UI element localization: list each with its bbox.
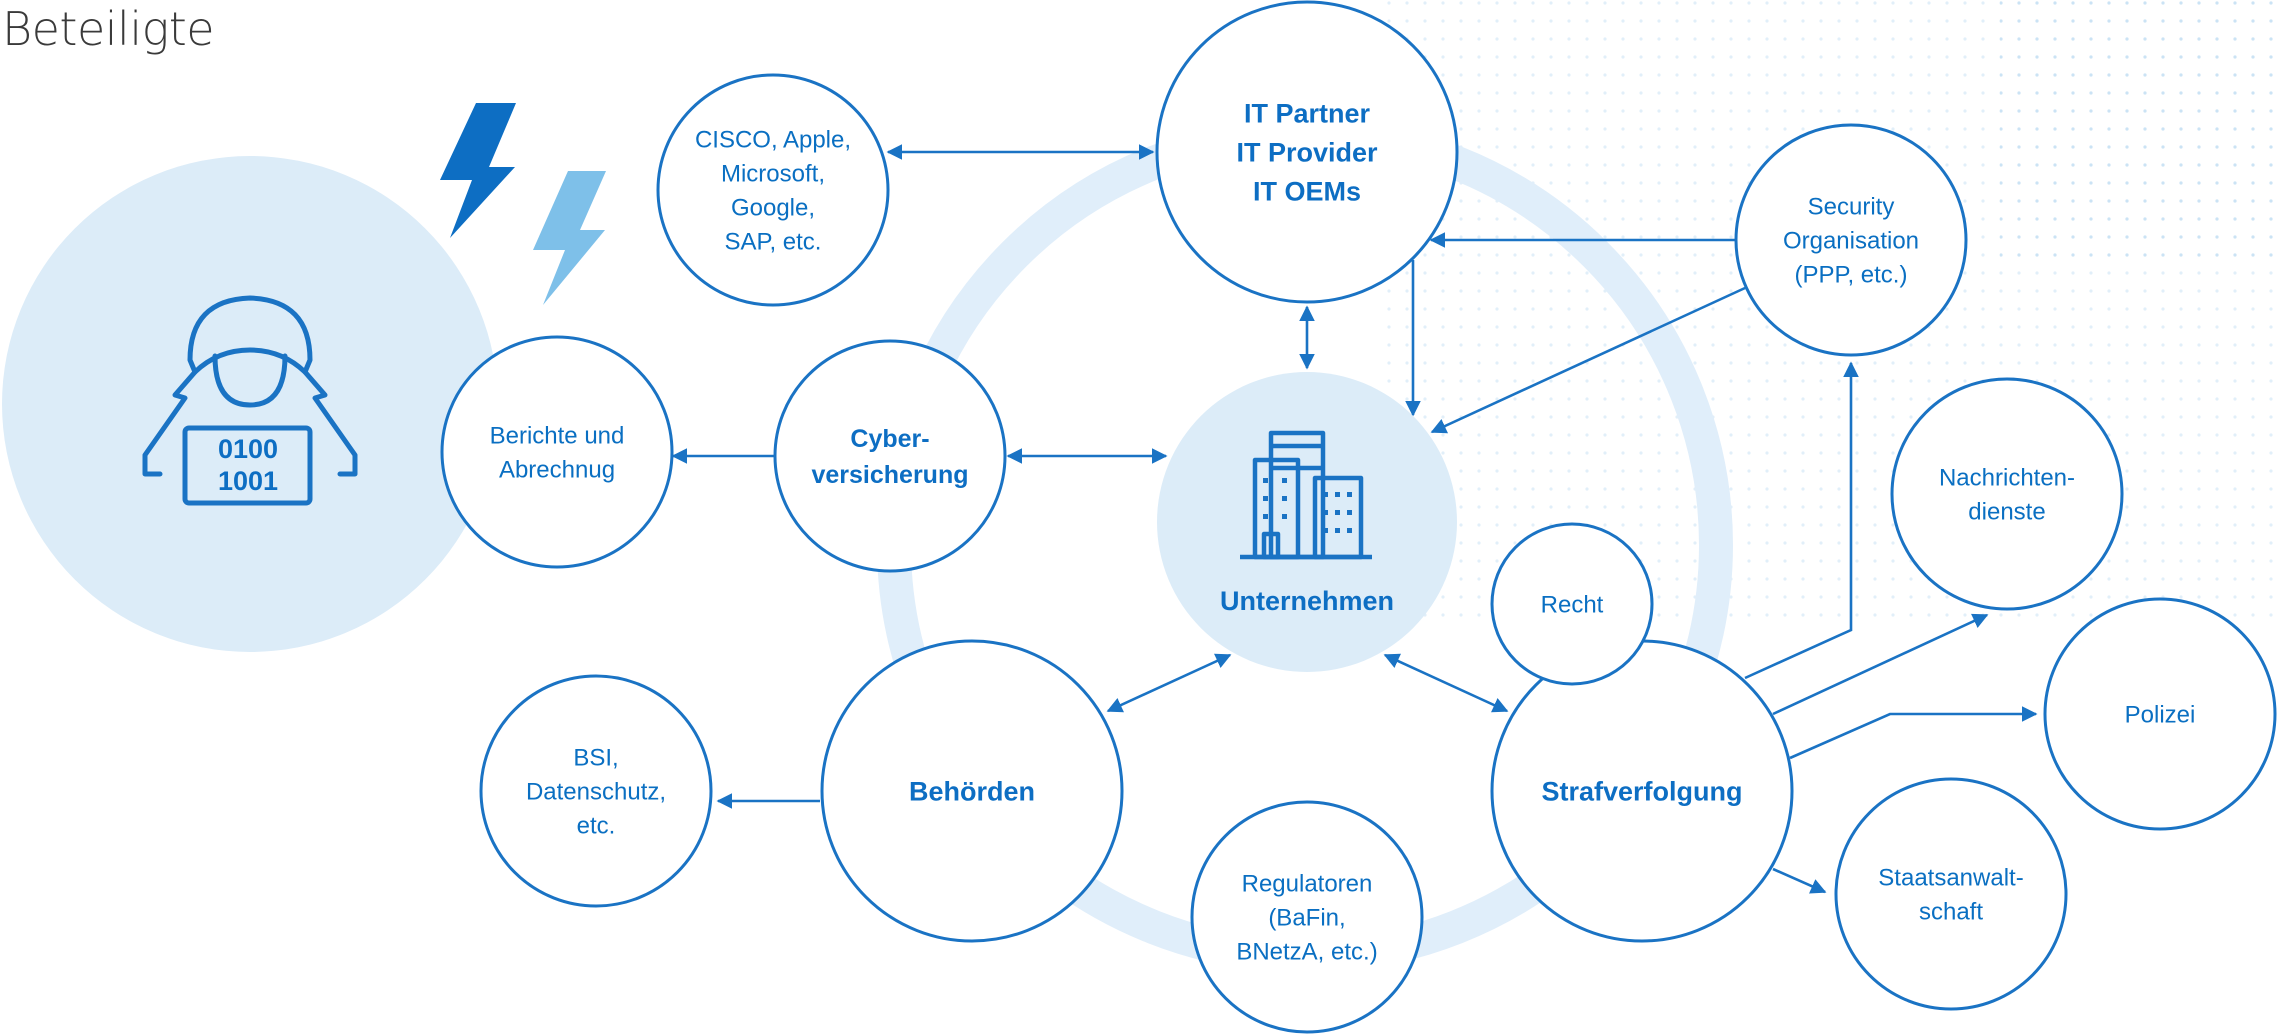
hacker-code-line2: 1001 bbox=[218, 466, 278, 496]
node-circle-nachrichtendienste bbox=[1890, 377, 2124, 611]
center-node bbox=[1157, 372, 1457, 672]
node-circle-berichte bbox=[440, 335, 674, 569]
node-label-bsi-0: BSI, bbox=[573, 744, 618, 771]
edge-strafverfolgung-security bbox=[1744, 361, 1859, 680]
node-polizei: Polizei bbox=[2043, 597, 2277, 831]
node-label-it-partner-0: IT Partner bbox=[1244, 98, 1371, 128]
node-label-it-partner-1: IT Provider bbox=[1236, 137, 1378, 167]
node-label-staatsanwaltschaft-1: schaft bbox=[1919, 898, 1983, 925]
node-it-partner: IT Partner IT Provider IT OEMs bbox=[1155, 0, 1459, 304]
node-label-berichte-0: Berichte und bbox=[490, 422, 625, 449]
node-circle-staatsanwaltschaft bbox=[1834, 777, 2068, 1011]
edge-strafverfolgung-staatsanwaltschaft bbox=[1772, 867, 1827, 894]
node-layer: IT Partner IT Provider IT OEMs CISCO, Apple… bbox=[440, 0, 2277, 1034]
node-label-regulatoren-1: (BaFin, bbox=[1268, 904, 1345, 931]
node-label-security-org-0: Security bbox=[1808, 193, 1895, 220]
node-circle-recht bbox=[1490, 522, 1654, 686]
lightning-bolt-dark-icon bbox=[440, 103, 516, 238]
node-label-it-partner-2: IT OEMs bbox=[1253, 176, 1361, 206]
node-label-nachrichtendienste-0: Nachrichten- bbox=[1939, 464, 2075, 491]
node-label-security-org-1: Organisation bbox=[1783, 227, 1919, 254]
node-label-regulatoren-2: BNetzA, etc.) bbox=[1236, 938, 1377, 965]
node-staatsanwaltschaft: Staatsanwalt-schaft bbox=[1834, 777, 2068, 1011]
node-circle-vendors bbox=[656, 73, 890, 307]
node-label-cyber-1: versicherung bbox=[811, 461, 968, 489]
node-circle-bsi bbox=[479, 674, 713, 908]
node-circle-it-partner bbox=[1155, 0, 1459, 304]
node-label-strafverfolgung-0: Strafverfolgung bbox=[1541, 776, 1742, 806]
edge-strafverfolgung-nachrichtendienste bbox=[1772, 613, 1989, 716]
edge-center-behoerden bbox=[1106, 653, 1232, 713]
node-circle-behoerden bbox=[820, 639, 1124, 943]
node-label-vendors-0: CISCO, Apple, bbox=[695, 126, 851, 153]
lightning-bolt-light-icon bbox=[533, 171, 606, 305]
node-label-vendors-3: SAP, etc. bbox=[725, 228, 822, 255]
hacker-icon bbox=[142, 295, 358, 506]
node-circle-cyber bbox=[773, 339, 1007, 573]
node-label-cyber-0: Cyber- bbox=[850, 425, 929, 453]
node-label-security-org-2: (PPP, etc.) bbox=[1795, 261, 1908, 288]
node-bsi: BSI, Datenschutz, etc. bbox=[479, 674, 713, 908]
center-label: Unternehmen bbox=[1220, 586, 1394, 616]
hacker-code-line1: 0100 bbox=[218, 434, 278, 464]
node-label-vendors-1: Microsoft, bbox=[721, 160, 825, 187]
node-label-nachrichtendienste-1: dienste bbox=[1968, 498, 2045, 525]
edge-center-strafverfolgung bbox=[1383, 653, 1509, 713]
node-circle-regulatoren bbox=[1190, 800, 1424, 1034]
node-label-behoerden-0: Behörden bbox=[909, 776, 1035, 806]
edges bbox=[671, 144, 2038, 894]
node-regulatoren: Regulatoren (BaFin, BNetzA, etc.) bbox=[1190, 800, 1424, 1034]
node-label-bsi-2: etc. bbox=[577, 812, 616, 839]
nodes: Unternehmen IT Partner IT Provider IT OEMs… bbox=[440, 0, 2277, 1034]
node-nachrichtendienste: Nachrichten-dienste bbox=[1890, 377, 2124, 611]
node-circle-security-org bbox=[1734, 123, 1968, 357]
node-recht: Recht bbox=[1490, 522, 1654, 686]
node-cyber: Cyber-versicherung bbox=[773, 339, 1007, 573]
node-behoerden: Behörden bbox=[820, 639, 1124, 943]
node-label-recht-0: Recht bbox=[1541, 591, 1604, 618]
edge-security-center bbox=[1430, 286, 1746, 434]
page-title: Beteiligte bbox=[2, 2, 215, 56]
node-circle-polizei bbox=[2043, 597, 2277, 831]
node-strafverfolgung: Strafverfolgung bbox=[1490, 639, 1794, 943]
node-label-vendors-2: Google, bbox=[731, 194, 815, 221]
node-label-regulatoren-0: Regulatoren bbox=[1242, 870, 1373, 897]
node-label-polizei-0: Polizei bbox=[2125, 701, 2196, 728]
node-label-bsi-1: Datenschutz, bbox=[526, 778, 666, 805]
node-label-berichte-1: Abrechnug bbox=[499, 456, 615, 483]
edge-strafverfolgung-polizei bbox=[1789, 706, 2038, 760]
node-vendors: CISCO, Apple, Microsoft, Google, SAP, etc. bbox=[656, 73, 890, 307]
office-window-dots bbox=[1263, 478, 1352, 533]
node-label-staatsanwaltschaft-0: Staatsanwalt- bbox=[1878, 864, 2023, 891]
